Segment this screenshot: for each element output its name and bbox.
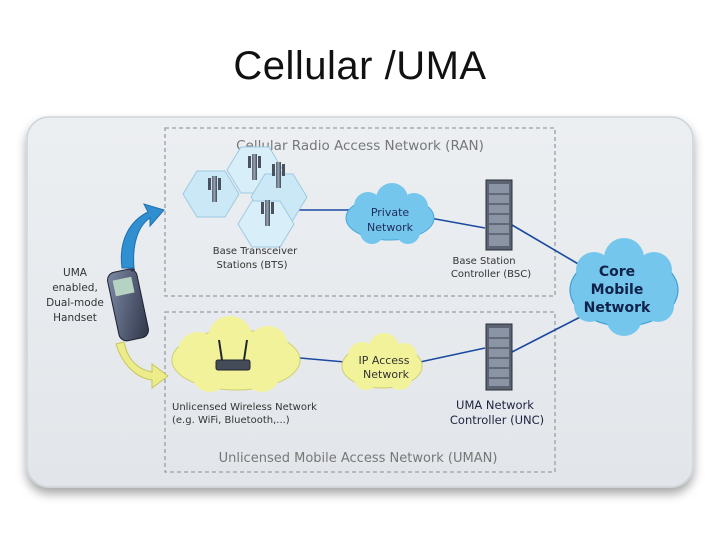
bsc-label-line2: Controller (BSC) [451,269,531,280]
slide-title: Cellular /UMA [233,44,487,88]
bts-cells [182,146,308,248]
tower-icon [248,154,261,180]
core-mobile-network-cloud [569,238,679,336]
wireless-label-line2: (e.g. WiFi, Bluetooth,...) [172,415,290,426]
arrow-to-ran [120,203,165,269]
bsc-label-line1: Base Station [452,256,515,267]
uman-label: Unlicensed Mobile Access Network (UMAN) [219,451,498,466]
link-private-bsc [429,217,486,229]
core-network-line1: Core [599,264,635,280]
core-network-line2: Mobile [591,282,644,298]
handset-label-line4: Handset [53,312,97,324]
cell-hex-1 [182,170,240,218]
unc-server-icon [485,323,513,391]
private-network-line1: Private [371,206,410,219]
bsc-server-icon [485,179,513,251]
wireless-label-line1: Unlicensed Wireless Network [172,402,317,413]
arrow-to-uman [115,341,169,389]
uman-box [164,311,556,473]
unc-label-line1: UMA Network [456,398,534,412]
core-network-line3: Network [584,300,651,316]
ip-access-line1: IP Access [358,354,409,367]
ran-box [164,127,556,297]
tower-icon [261,200,274,226]
link-bsc-core [511,224,581,266]
link-wifi-ip [299,357,346,363]
link-unc-core [511,311,591,353]
link-lines [290,209,591,363]
bts-label-line2: Stations (BTS) [216,260,287,271]
wifi-router-icon [215,339,251,371]
tower-icon [272,162,285,188]
ran-label: Cellular Radio Access Network (RAN) [236,138,484,154]
handset-icon [107,253,149,342]
handset-label-line2: enabled, [52,282,98,294]
link-ip-unc [419,347,486,363]
private-network-line2: Network [367,221,414,234]
ip-access-line2: Network [363,368,410,381]
bts-label-line1: Base Transceiver [213,246,298,257]
unc-label-line2: Controller (UNC) [450,413,544,427]
handset-label-line3: Dual-mode [46,297,104,309]
private-network-cloud [345,183,435,244]
tower-icon [208,176,221,202]
handset-label-line1: UMA [63,267,88,279]
ip-access-network-cloud [341,333,423,390]
